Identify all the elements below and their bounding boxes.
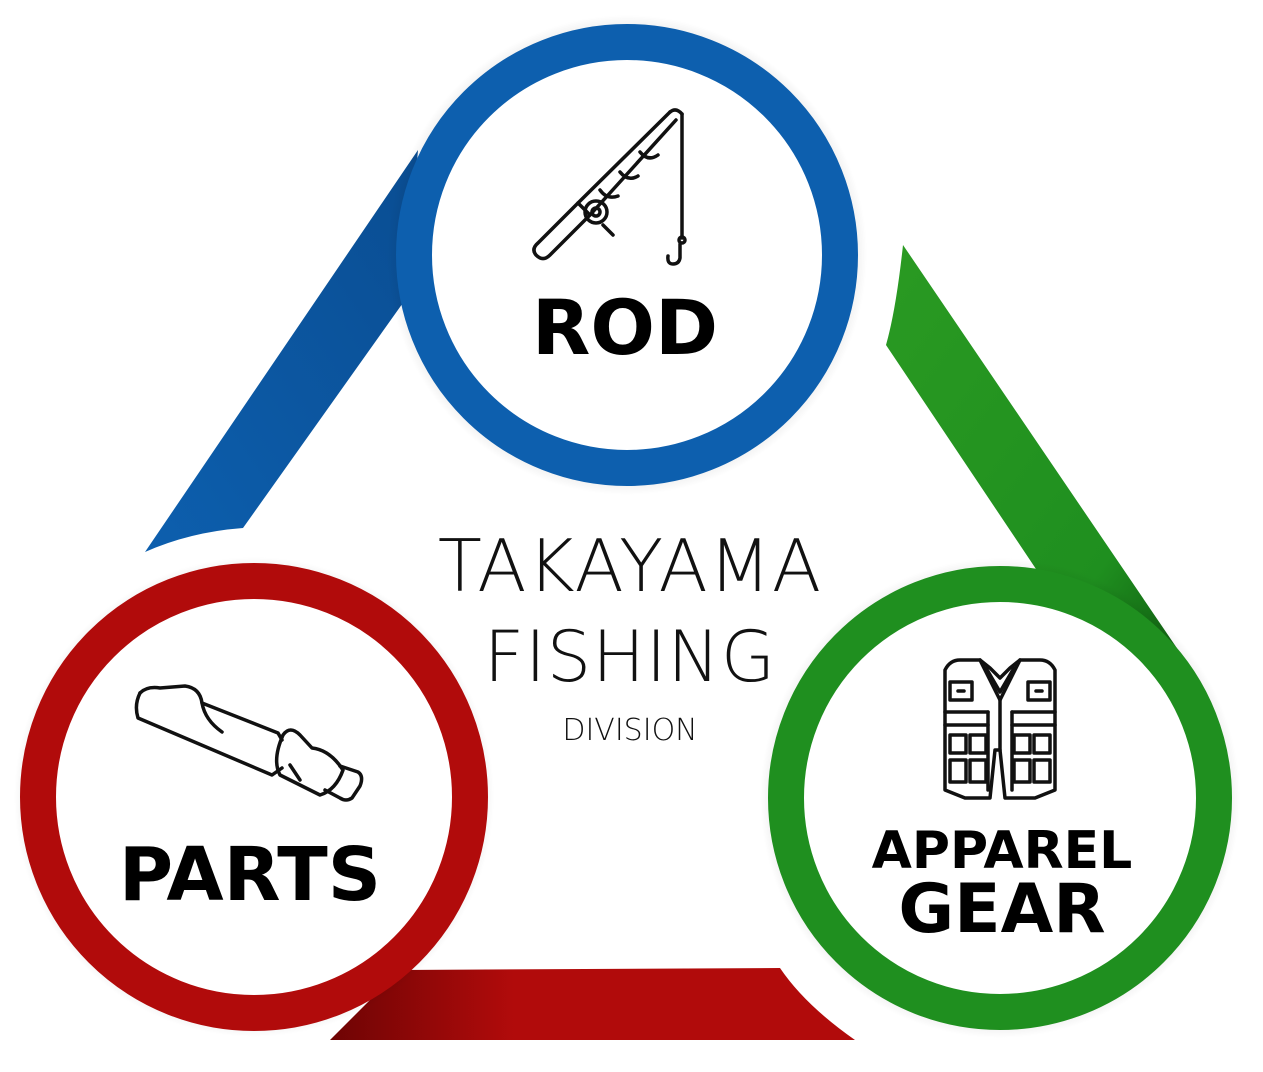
apparel-ring[interactable] [768, 566, 1232, 1030]
center-subtitle: DIVISION [562, 713, 698, 748]
blue-band [145, 150, 418, 552]
center-title-line-1: TAKAYAMA [437, 524, 823, 608]
parts-label: PARTS [118, 832, 382, 918]
fishing-rod-icon [532, 108, 687, 266]
rod-label: ROD [531, 283, 719, 372]
gear-label: GEAR [898, 870, 1106, 949]
fishing-vest-icon [943, 658, 1057, 800]
green-band [886, 245, 1185, 660]
center-title-line-2: FISHING [483, 616, 777, 698]
red-band [330, 968, 855, 1040]
rod-ring[interactable] [396, 24, 858, 486]
rod-grip-icon [134, 684, 364, 802]
apparel-label: APPAREL [871, 821, 1133, 881]
